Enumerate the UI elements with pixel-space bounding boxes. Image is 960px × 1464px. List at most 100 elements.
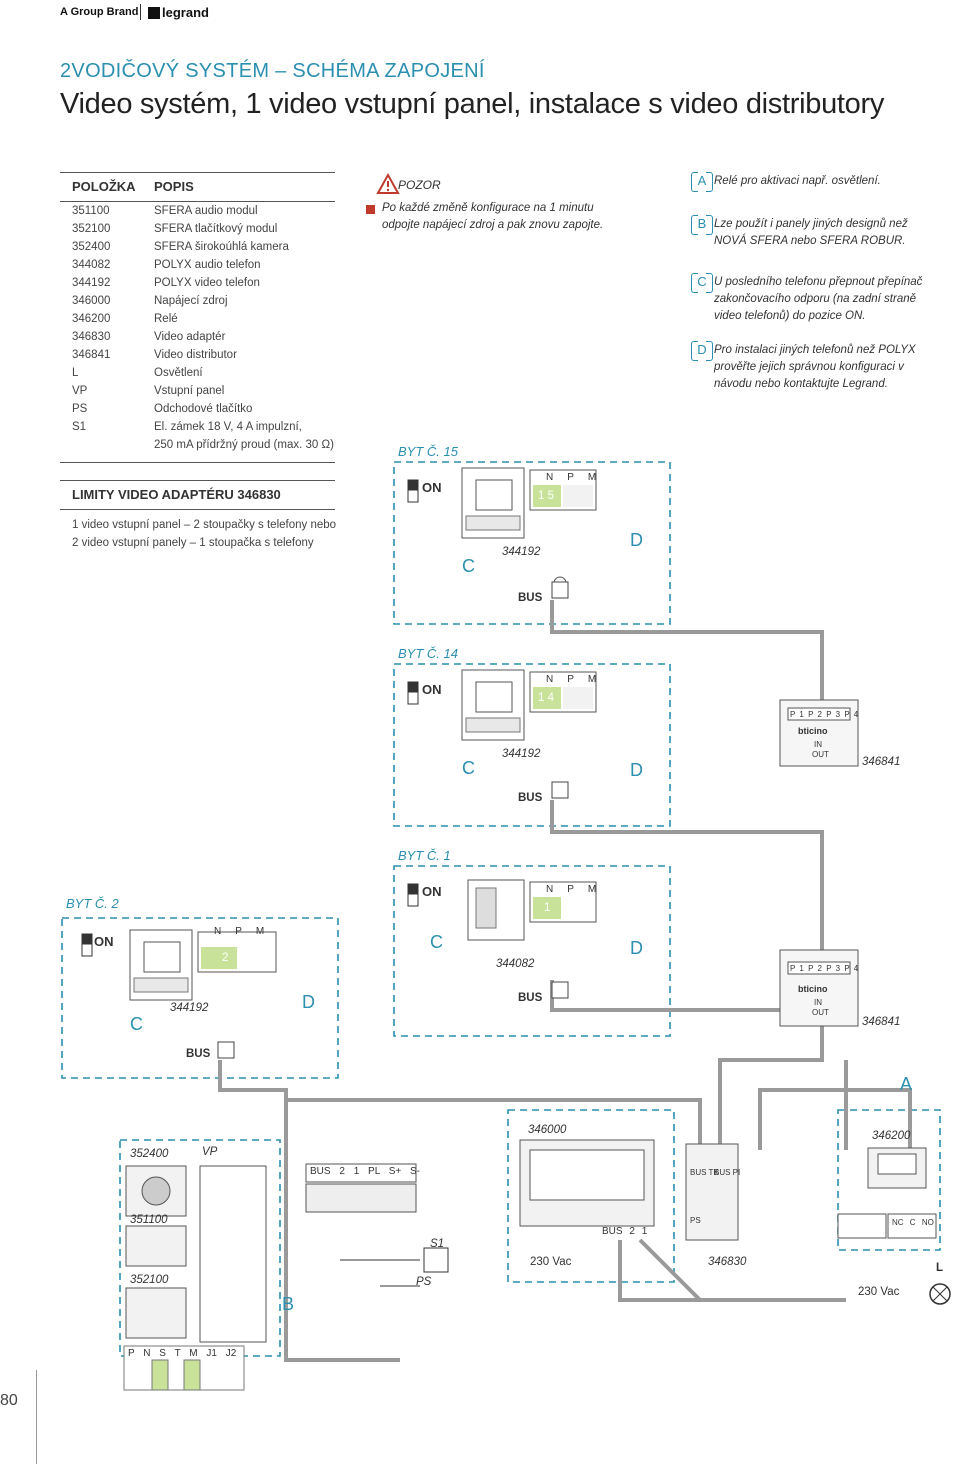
legrand-logo: legrand (148, 5, 209, 20)
apartment-2-label: BYT Č. 2 (66, 896, 119, 911)
note-badge-b: B (691, 215, 713, 235)
adapter-label: 346830 (708, 1256, 747, 1268)
video-phone-15 (461, 467, 597, 590)
address-14: 1 4 (538, 692, 554, 704)
audio-phone-1 (467, 879, 597, 941)
bus-trunk (550, 600, 824, 720)
logo-mark-icon (148, 7, 160, 19)
bottom-config-table (123, 1345, 245, 1391)
on-switch-label: ON (422, 682, 442, 697)
on-switch-label: ON (94, 934, 114, 949)
bus-label: BUS (186, 1048, 211, 1060)
npm-header: NPM (546, 674, 611, 685)
item-code: 346200 (72, 313, 111, 325)
npm-header: NPM (546, 884, 611, 895)
item-desc: Osvětlení (154, 367, 203, 379)
warning-bullet (366, 205, 375, 214)
phone-part-label: 344192 (502, 748, 541, 760)
entrance-panel-label: VP (202, 1146, 218, 1158)
limits-text: 1 video vstupní panel – 2 stoupačky s te… (72, 516, 336, 552)
item-code: 351100 (72, 205, 110, 217)
item-code: 352100 (72, 223, 111, 235)
video-distributor-bottom (779, 949, 859, 1027)
distributor-in: IN (814, 998, 822, 1007)
apartment-2-boundary (61, 917, 339, 1079)
relay-label: 346200 (872, 1130, 911, 1142)
lock-label: S1 (430, 1238, 445, 1250)
col-item-header: POLOŽKA (72, 179, 136, 194)
distributor-in: IN (814, 740, 822, 749)
video-distributor-top (779, 699, 859, 767)
table-row: 344192 POLYX video telefon (60, 277, 335, 295)
table-row: L Osvětlení (60, 367, 335, 385)
col-desc-header: POPIS (154, 179, 194, 194)
apartment-15-label: BYT Č. 15 (398, 444, 458, 459)
adapter-ps: PS (690, 1216, 701, 1225)
item-desc: Video adaptér (154, 331, 226, 343)
audio-module-label: 351100 (130, 1214, 168, 1226)
note-a-text: Relé pro aktivaci např. osvětlení. (714, 175, 881, 187)
warning-triangle-icon (376, 172, 400, 194)
address-15: 1 5 (538, 490, 554, 502)
camera-label: 352400 (130, 1148, 169, 1160)
item-code: L (72, 367, 79, 379)
table-row: 250 mA přídržný proud (max. 30 Ω) (60, 439, 335, 457)
power-supply-label: 346000 (528, 1124, 567, 1136)
item-code: 346830 (72, 331, 111, 343)
item-desc: Relé (154, 313, 178, 325)
distributor-port-labels: P 1 P 2 P 3 P 4 (790, 964, 859, 973)
item-desc: El. zámek 18 V, 4 A impulzní, (154, 421, 302, 433)
distributor-out: OUT (812, 750, 829, 759)
item-desc: SFERA širokoúhlá kamera (154, 241, 289, 253)
item-desc: SFERA audio modul (154, 205, 258, 217)
npm-header: NPM (546, 472, 611, 483)
item-desc: POLYX video telefon (154, 277, 260, 289)
bus-label: BUS (518, 592, 543, 604)
video-phone-2 (129, 929, 277, 1001)
page-number-rule (36, 1370, 37, 1464)
table-bottom-rule (60, 462, 335, 463)
item-code: 346841 (72, 349, 111, 361)
section-kicker: 2VODIČOVÝ SYSTÉM – SCHÉMA ZAPOJENÍ (60, 60, 485, 82)
bus-label: BUS (518, 992, 543, 1004)
video-phone-14 (461, 669, 597, 741)
table-row: 351100 SFERA audio modul (60, 205, 335, 223)
relay-terminal-labels: NC C NO (892, 1218, 934, 1227)
terminal-strip (305, 1163, 417, 1213)
relay-unit (867, 1147, 927, 1189)
apartment-1-label: BYT Č. 1 (398, 848, 451, 863)
item-code: 344192 (72, 277, 111, 289)
on-switch-label: ON (422, 884, 442, 899)
marker-d: D (630, 760, 643, 780)
brand-divider (140, 4, 141, 20)
brand-prefix: A Group Brand (60, 6, 139, 18)
item-desc: 250 mA přídržný proud (max. 30 Ω) (154, 439, 334, 451)
marker-d: D (302, 992, 315, 1012)
item-desc: Vstupní panel (154, 385, 225, 397)
warning-text: Po každé změně konfigurace na 1 minutu o… (382, 202, 604, 231)
limits-title: LIMITY VIDEO ADAPTÉRU 346830 (72, 487, 281, 502)
on-switch-label: ON (422, 480, 442, 495)
marker-d: D (630, 938, 643, 958)
terminal-strip-labels: BUS 2 1 PL S+ S- (310, 1166, 420, 1177)
apartment-14-label: BYT Č. 14 (398, 646, 458, 661)
logo-text: legrand (162, 5, 209, 20)
entrance-panel-modules (125, 1165, 267, 1343)
item-code: 344082 (72, 259, 111, 271)
marker-c: C (130, 1014, 143, 1034)
phone-part-label: 344082 (496, 958, 535, 970)
item-desc: Napájecí zdroj (154, 295, 228, 307)
note-b-text: Lze použít i panely jiných designů než N… (714, 218, 908, 247)
warning-title: POZOR (398, 178, 441, 192)
power-supply-unit (519, 1139, 655, 1227)
power-supply-boundary (507, 1109, 675, 1283)
exit-button-label: PS (416, 1276, 432, 1288)
distributor-brand: bticino (798, 726, 828, 736)
